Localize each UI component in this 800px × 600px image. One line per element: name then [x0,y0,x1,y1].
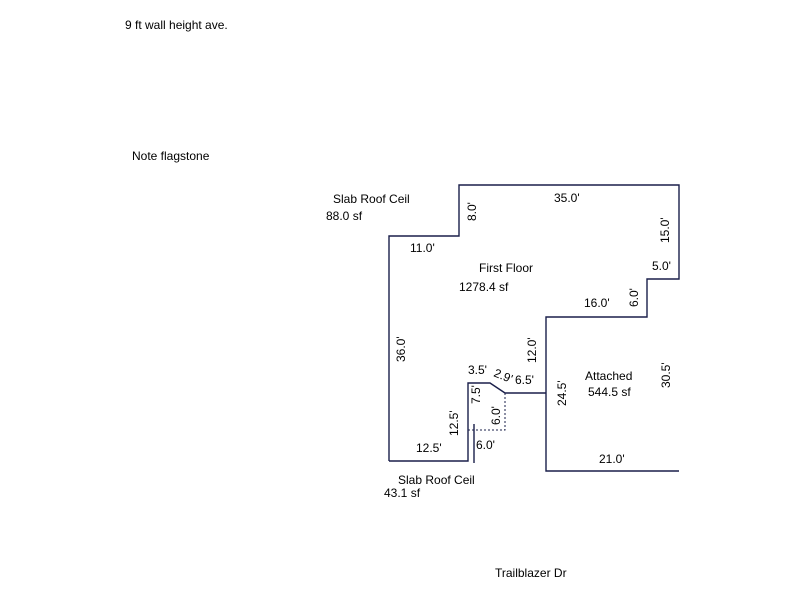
first-floor-size: 1278.4 sf [459,280,509,294]
dimension-notch-right: 6.5' [515,373,534,387]
dimension-top: 35.0' [554,191,580,205]
flagstone-note: Note flagstone [132,149,210,163]
dimension-inner-horizontal: 16.0' [584,296,610,310]
dimension-right-step-horizontal: 5.0' [652,259,671,273]
first-floor-outline [388,184,680,472]
dimension-inner-vertical: 12.0' [525,337,539,363]
first-floor-name: First Floor [479,261,533,275]
dimension-notch-dashed: 6.0' [489,406,503,425]
dimension-notch-top: 3.5' [468,363,487,377]
wall-height-note: 9 ft wall height ave. [125,18,228,32]
slab-roof-bottom-name: Slab Roof Ceil [398,473,475,487]
attached-size: 544.5 sf [588,385,631,399]
dimension-left-step-vertical: 8.0' [465,202,479,221]
dimension-left-step-horizontal: 11.0' [410,241,435,255]
dimension-attached-left: 24.5' [555,380,569,406]
slab-roof-top-name: Slab Roof Ceil [333,192,410,206]
dimension-notch-lower-left: 12.5' [447,410,461,436]
slab-roof-top-size: 88.0 sf [326,209,363,223]
dimension-bottom-left: 12.5' [416,441,442,455]
slab-roof-notch-outline [389,382,546,462]
slab-roof-notch-dashed [468,393,506,431]
street-name: Trailblazer Dr [495,566,567,580]
dimension-attached-bottom: 21.0' [599,452,625,466]
dimension-attached-right: 30.5' [659,362,673,388]
dimension-right-step-vertical: 6.0' [627,288,641,307]
attached-name: Attached [585,369,632,383]
dimension-left-wall: 36.0' [394,336,408,362]
dimension-right-upper: 15.0' [658,217,672,243]
dimension-notch-bottom: 6.0' [476,438,495,452]
dimension-notch-left: 7.5' [469,385,483,404]
dimension-notch-diagonal: 2.9' [492,366,515,386]
slab-roof-bottom-size: 43.1 sf [384,486,421,500]
